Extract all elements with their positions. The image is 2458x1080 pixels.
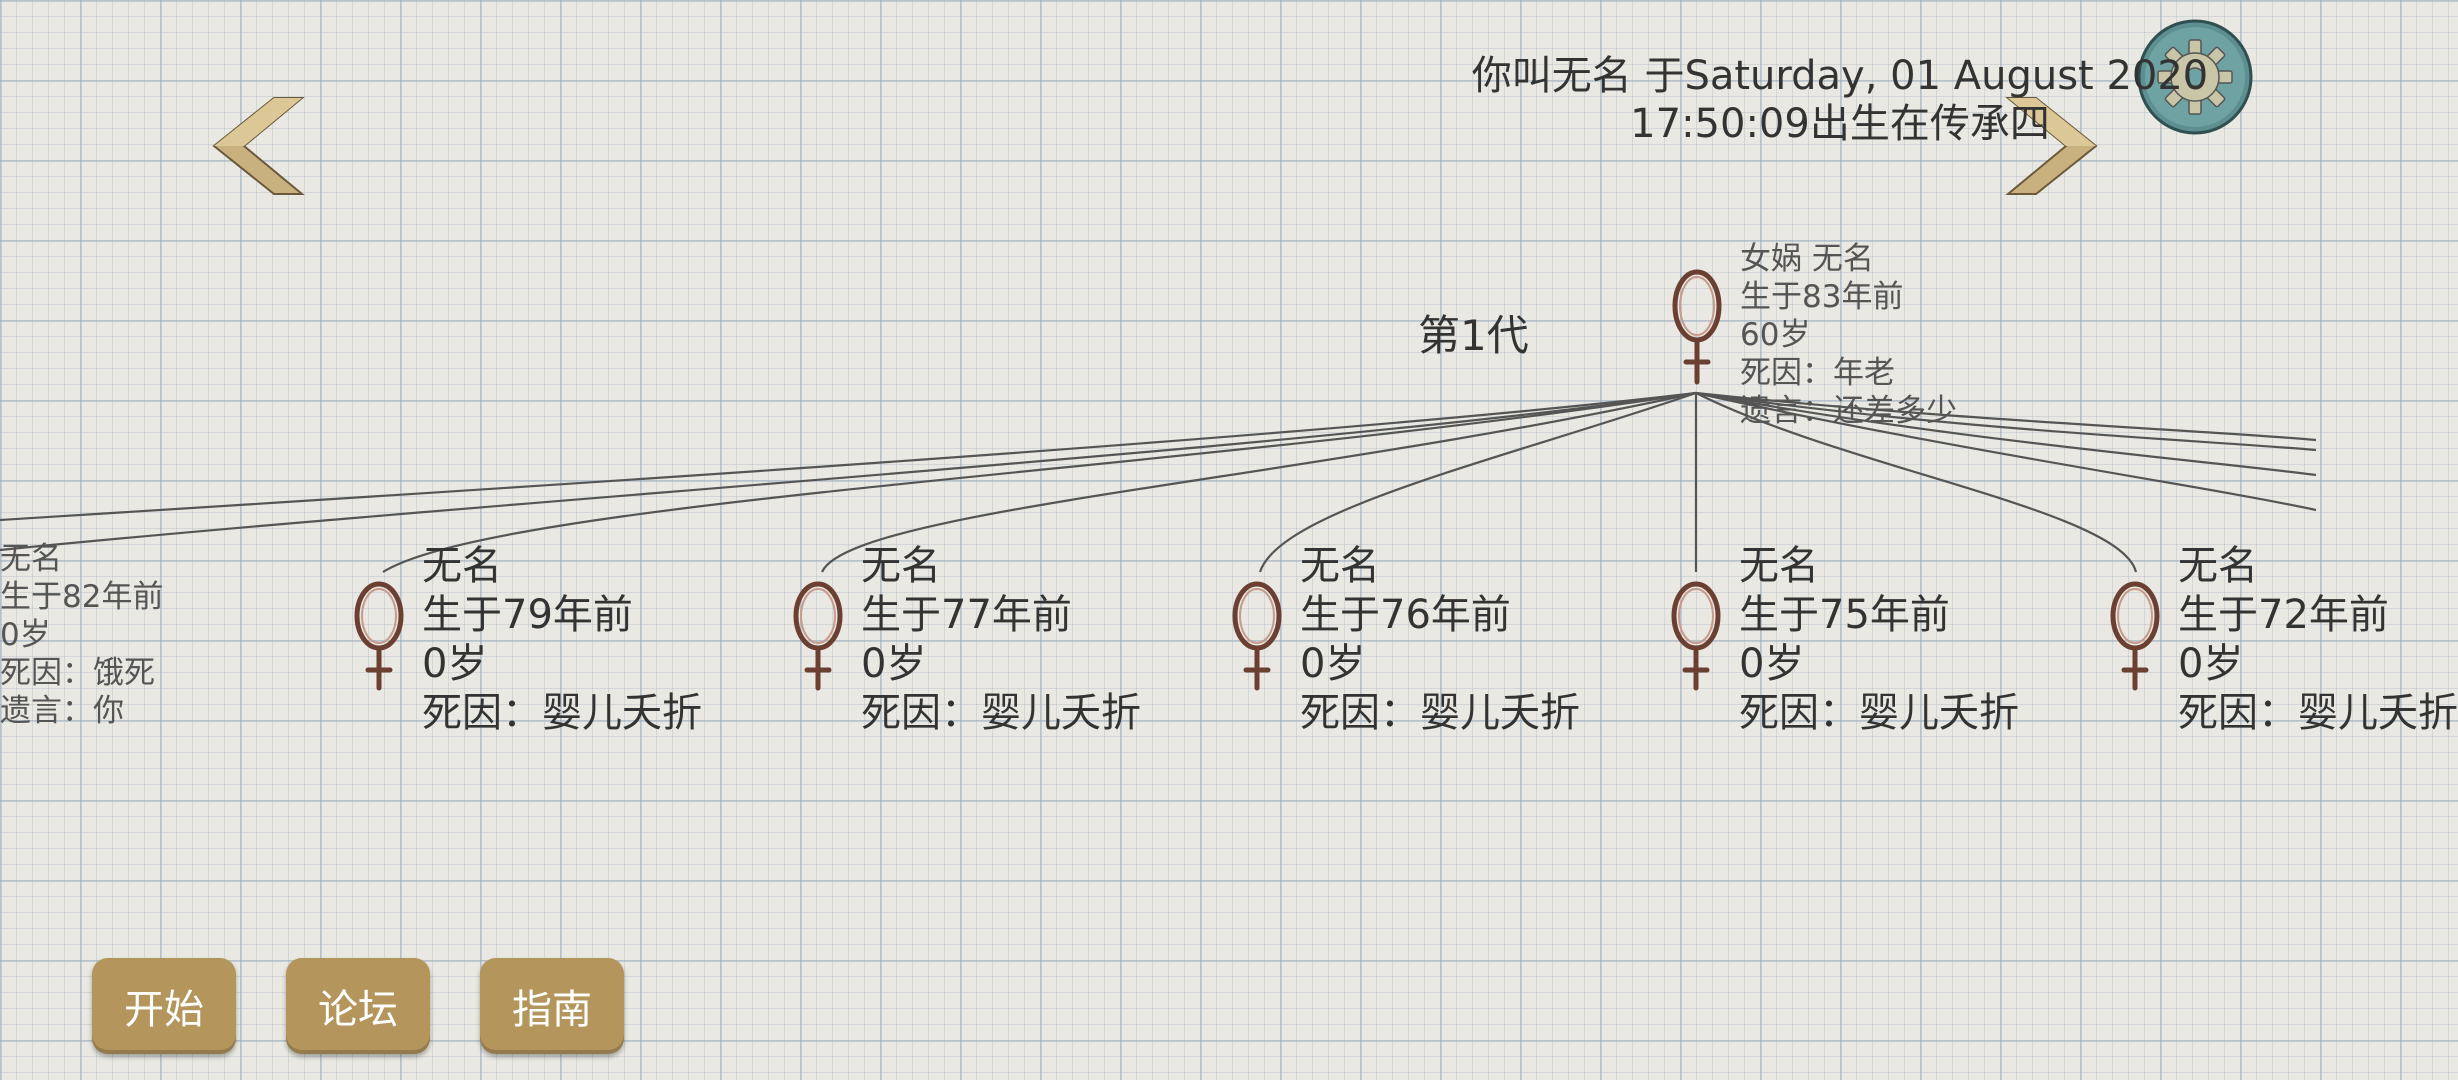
person-age: 0岁	[422, 641, 488, 687]
tree-line	[1695, 391, 2317, 477]
tree-line	[821, 391, 1697, 573]
person-last-words: 遗言：还差多少	[1740, 393, 1957, 429]
person-born: 生于75年前	[1739, 592, 1950, 638]
person-cause: 死因：婴儿夭折	[2178, 690, 2458, 736]
chevron-left-icon	[212, 97, 305, 195]
generation-label: 第1代	[1418, 311, 1529, 360]
person-cause: 死因：婴儿夭折	[861, 690, 1141, 736]
person-born: 生于77年前	[861, 592, 1072, 638]
person-age: 0岁	[861, 641, 927, 687]
person-cause: 死因：饿死	[0, 655, 155, 691]
person-name: 无名	[0, 541, 62, 577]
guide-button[interactable]: 指南	[480, 958, 624, 1054]
tree-line	[0, 391, 1697, 552]
person-age: 0岁	[2178, 641, 2244, 687]
person-info: 女娲 无名 生于83年前 60岁 死因：年老 遗言：还差多少	[1740, 240, 1957, 430]
settings-button[interactable]	[2136, 18, 2254, 136]
person-cause: 死因：年老	[1740, 355, 1895, 391]
child-card[interactable]: 无名 生于72年前 0岁 死因：婴儿夭折	[2108, 542, 2458, 742]
person-info: 无名 生于76年前 0岁 死因：婴儿夭折	[1300, 542, 1580, 738]
birth-info-header: 你叫无名 于Saturday, 01 August 2020 17:50:09出…	[1270, 52, 2410, 148]
person-info: 无名 生于79年前 0岁 死因：婴儿夭折	[422, 542, 702, 738]
person-cause: 死因：婴儿夭折	[1739, 690, 2019, 736]
person-info: 无名 生于82年前 0岁 死因：饿死 遗言：你	[0, 540, 163, 730]
person-born: 生于72年前	[2178, 592, 2389, 638]
person-info: 无名 生于72年前 0岁 死因：婴儿夭折	[2178, 542, 2458, 738]
header-line-2: 17:50:09出生在传承四	[1630, 101, 2050, 147]
tree-line	[382, 391, 1697, 573]
header-line-1: 你叫无名 于Saturday, 01 August 2020	[1471, 53, 2209, 99]
female-symbol-icon	[2110, 581, 2160, 691]
person-born: 生于76年前	[1300, 592, 1511, 638]
previous-arrow[interactable]	[210, 96, 310, 200]
person-age: 0岁	[1739, 641, 1805, 687]
gear-icon	[2137, 19, 2253, 135]
family-tree-lines	[0, 391, 2317, 573]
female-symbol-icon	[1672, 269, 1722, 385]
next-arrow[interactable]	[2000, 96, 2100, 200]
person-info: 无名 生于77年前 0岁 死因：婴儿夭折	[861, 542, 1141, 738]
person-name: 无名	[422, 543, 502, 589]
person-name: 无名	[1300, 543, 1380, 589]
person-name: 无名	[1739, 543, 1819, 589]
start-button[interactable]: 开始	[92, 958, 236, 1054]
person-born: 生于79年前	[422, 592, 633, 638]
person-info: 无名 生于75年前 0岁 死因：婴儿夭折	[1739, 542, 2019, 738]
female-symbol-icon	[1232, 581, 1282, 691]
forum-button[interactable]: 论坛	[286, 958, 430, 1054]
tree-line	[1258, 391, 1697, 573]
person-cause: 死因：婴儿夭折	[422, 690, 702, 736]
person-name: 无名	[861, 543, 941, 589]
person-born: 生于82年前	[0, 579, 164, 615]
person-name: 无名	[2178, 543, 2258, 589]
person-born: 生于83年前	[1740, 279, 1904, 315]
tree-line	[1695, 391, 2317, 452]
tree-line	[0, 391, 1697, 522]
tree-line	[1695, 391, 2317, 442]
person-name: 女娲 无名	[1740, 241, 1874, 277]
tree-line	[1695, 391, 2317, 512]
female-symbol-icon	[354, 581, 404, 691]
female-symbol-icon	[1671, 581, 1721, 691]
chevron-right-icon	[2005, 97, 2098, 195]
person-age: 60岁	[1740, 317, 1811, 353]
female-symbol-icon	[793, 581, 843, 691]
person-cause: 死因：婴儿夭折	[1300, 690, 1580, 736]
person-age: 0岁	[1300, 641, 1366, 687]
person-last-words: 遗言：你	[0, 693, 124, 729]
tree-line	[1695, 392, 2138, 573]
person-age: 0岁	[0, 617, 51, 653]
